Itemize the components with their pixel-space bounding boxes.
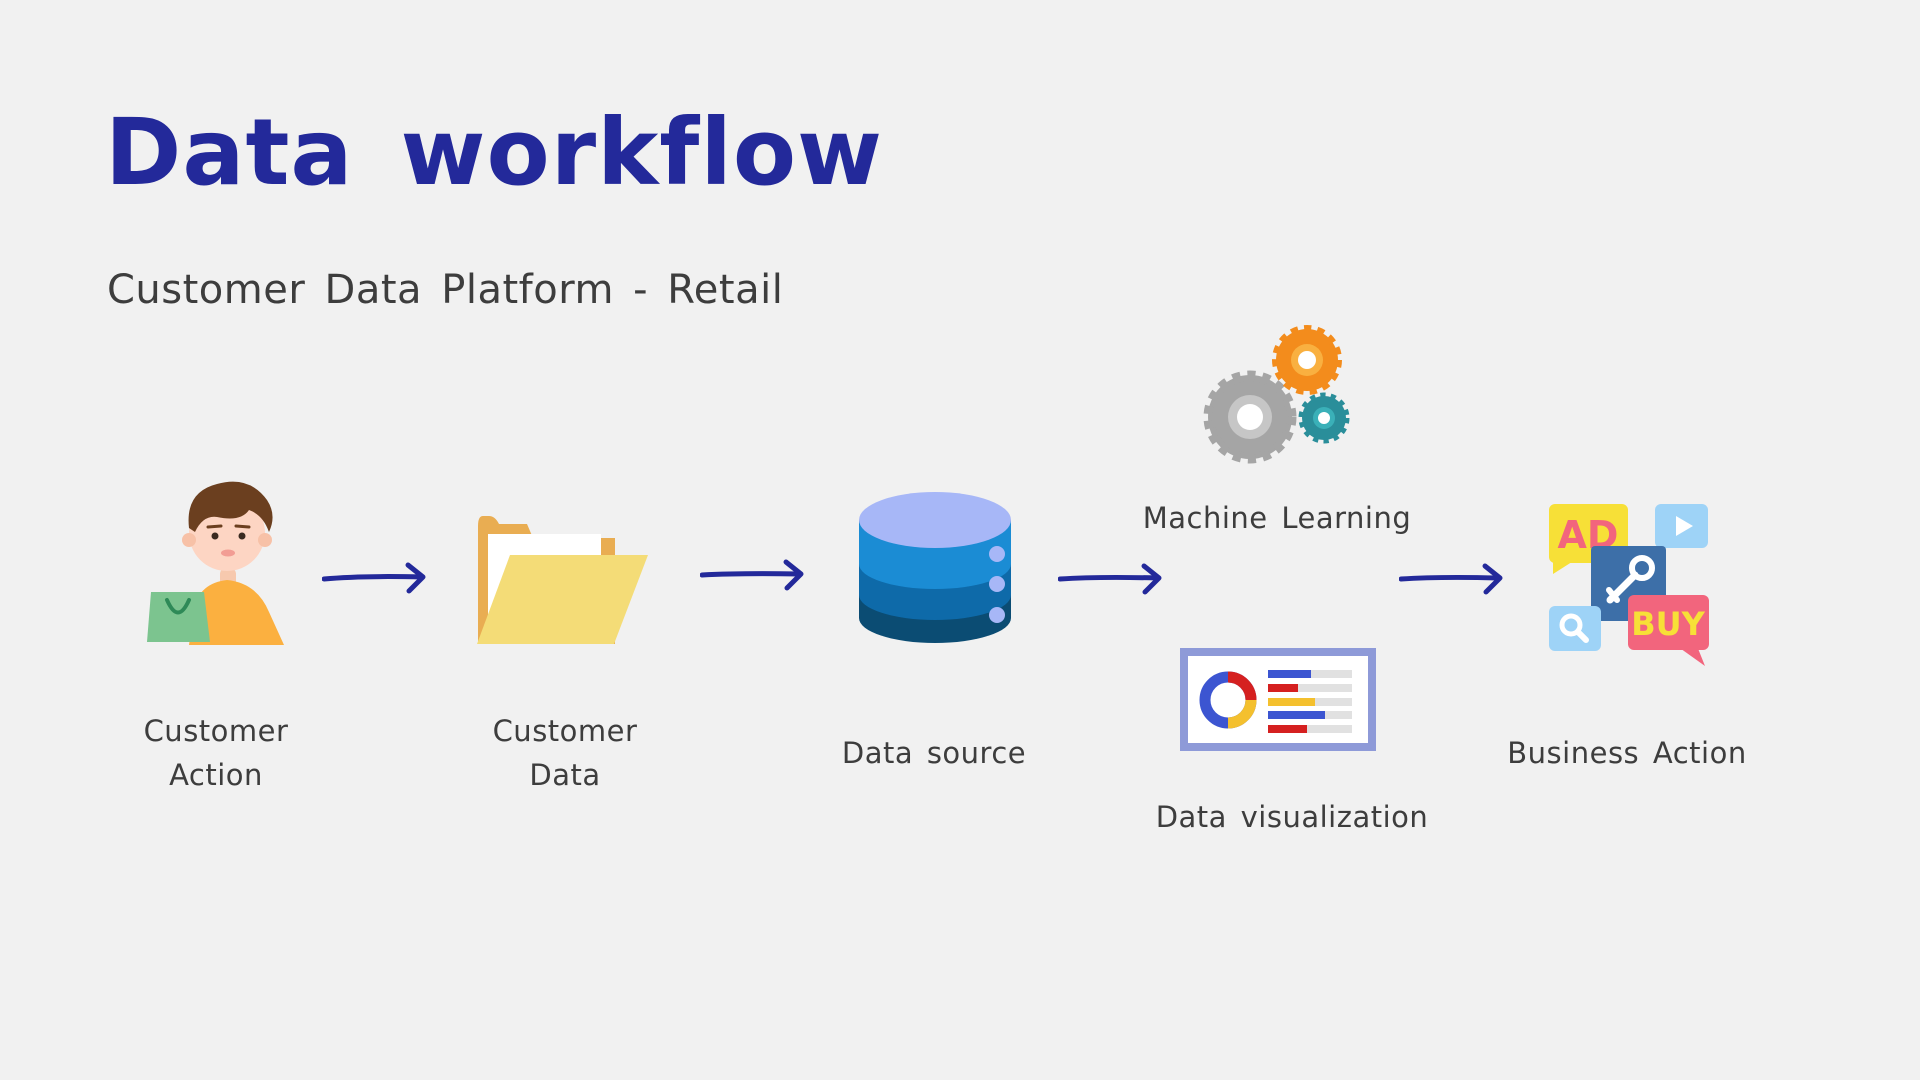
- flow-arrow-icon: [700, 559, 804, 591]
- flow-arrow-icon: [1058, 563, 1162, 595]
- customer-data-label: Customer Data: [492, 714, 638, 792]
- business-action-label: Business Action: [1507, 736, 1747, 770]
- flow-arrow-icon: [1399, 563, 1503, 595]
- folder-icon: [477, 516, 648, 644]
- database-icon: [859, 492, 1011, 643]
- slide-subtitle: Customer Data Platform - Retail: [107, 267, 784, 313]
- data-visualization-label: Data visualization: [1155, 800, 1429, 834]
- person-shopping-bag-icon: [147, 481, 284, 645]
- gears-icon: [1203, 325, 1350, 464]
- slide-title: Data workflow: [105, 99, 884, 206]
- data-source-label: Data source: [841, 736, 1027, 770]
- dashboard-icon: [1180, 648, 1376, 751]
- customer-action-label: Customer Action: [143, 714, 289, 792]
- flow-arrow-icon: [322, 562, 426, 594]
- buy-text: BUY: [1631, 605, 1705, 643]
- machine-learning-label: Machine Learning: [1142, 501, 1412, 535]
- advertising-icon: AD BUY: [1549, 504, 1709, 666]
